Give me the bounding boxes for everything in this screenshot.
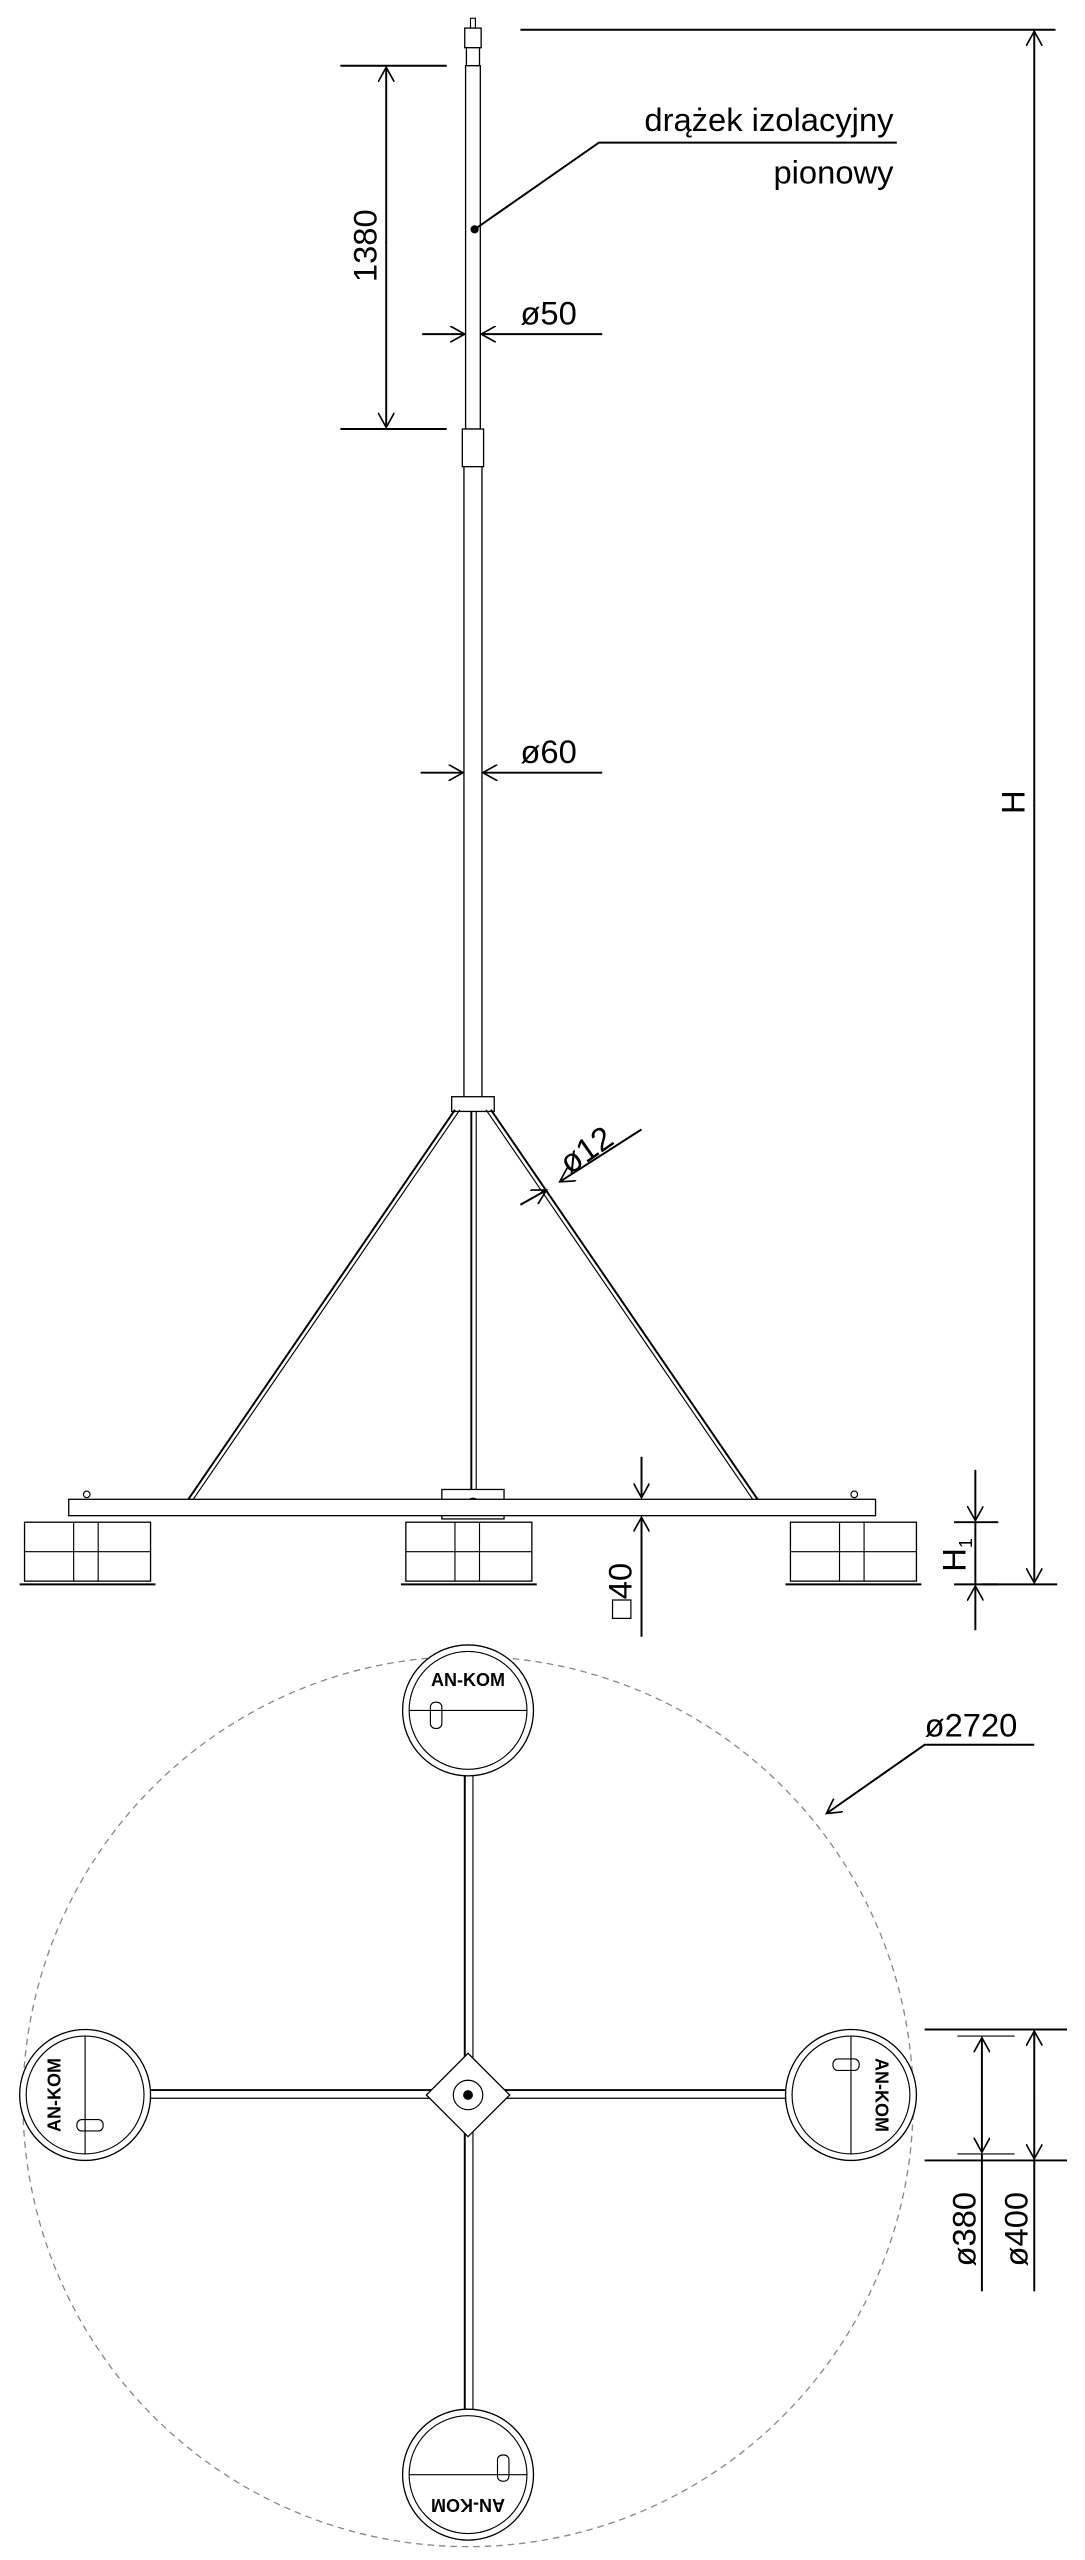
rod-label-line2: pionowy	[773, 154, 894, 191]
dimension-d12: ø12	[519, 1118, 643, 1206]
dimension-H1: H1	[936, 1469, 999, 1631]
dim-d380-text: ø380	[945, 2192, 982, 2267]
base-bar	[68, 1490, 877, 1517]
dimension-sq40: □40	[602, 1456, 642, 1637]
plan-view: AN-KOM AN-KOM AN-KOM AN-KOM ø2720 ø380 ø…	[18, 1644, 1067, 2548]
dimension-d50: ø50	[422, 294, 603, 334]
dim-d400-text: ø400	[998, 2192, 1035, 2267]
weight-right: AN-KOM	[784, 2028, 918, 2162]
dim-d50-text: ø50	[520, 294, 576, 331]
weight-left: AN-KOM	[18, 2028, 152, 2162]
dim-d12-text: ø12	[552, 1118, 619, 1181]
dimension-H: H	[520, 28, 1058, 1586]
elevation-view: drążek izolacyjny pionowy 1380 ø50 ø60 ø…	[19, 17, 1058, 1637]
dim-sq40-text: □40	[602, 1563, 639, 1619]
dimension-1380: 1380	[340, 64, 447, 431]
weight-top: AN-KOM	[401, 1644, 535, 1777]
dim-H-text: H	[994, 790, 1031, 814]
brand-text-left: AN-KOM	[45, 2058, 65, 2132]
weight-block-right	[785, 1521, 922, 1586]
dimension-d380-d400: ø380 ø400	[924, 2028, 1067, 2292]
hub-and-struts	[180, 1096, 766, 1520]
weight-block-left	[19, 1521, 156, 1586]
weight-block-center	[400, 1521, 537, 1586]
dimension-d2720: ø2720	[826, 1707, 1035, 1814]
dim-H1-text: H	[936, 1548, 973, 1572]
rod-label-line1: drążek izolacyjny	[644, 101, 894, 138]
brand-text-bottom: AN-KOM	[431, 2495, 505, 2515]
brand-text-right: AN-KOM	[872, 2058, 892, 2132]
weight-bottom: AN-KOM	[401, 2408, 535, 2541]
dimension-d60: ø60	[420, 733, 603, 773]
dim-H1-subscript: 1	[956, 1538, 976, 1548]
brand-text-top: AN-KOM	[431, 1670, 505, 1690]
dim-d2720-text: ø2720	[925, 1707, 1018, 1744]
rod-label: drążek izolacyjny pionowy	[470, 101, 897, 234]
dim-1380-text: 1380	[346, 209, 383, 282]
svg-text:H1: H1	[936, 1538, 977, 1572]
dim-d60-text: ø60	[520, 733, 576, 770]
insulating-rod	[461, 17, 485, 1101]
